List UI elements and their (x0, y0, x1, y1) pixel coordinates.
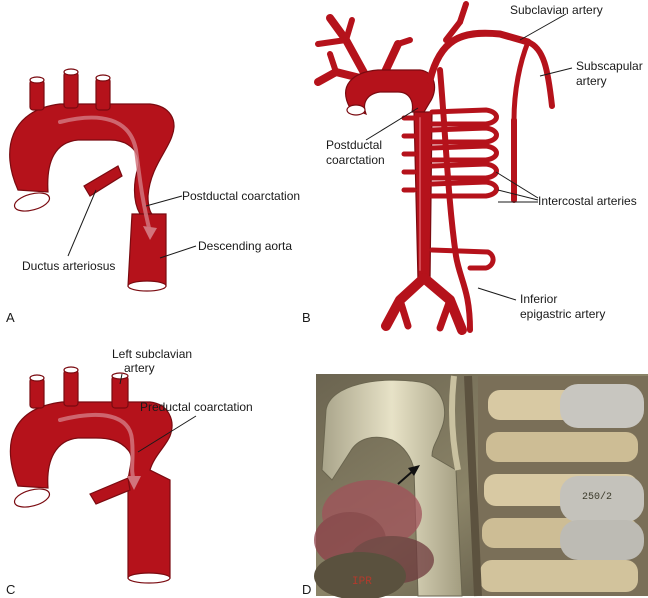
panel-b-subscapular (525, 39, 555, 109)
panel-d-aorta (321, 379, 463, 597)
panel-letter-c: C (6, 582, 15, 597)
panel-b-internal-thoracic-left (437, 67, 473, 333)
label-a-postductal: Postductal coarctation (182, 189, 300, 203)
panel-c-ductus (89, 477, 131, 505)
panel-a-flow-arrowhead (143, 226, 157, 240)
panel-d-arrowhead (408, 465, 420, 476)
panel-c-branch-2 (63, 369, 79, 407)
panel-b-lead-intercostal-2 (497, 189, 539, 201)
label-a-ductus: Ductus arteriosus (22, 259, 115, 273)
panel-a-lead-ductus (67, 189, 97, 257)
panel-letter-b: B (302, 310, 311, 325)
label-a-descending: Descending aorta (198, 239, 292, 253)
panel-a-branch-3-opening (95, 74, 111, 82)
panel-c: Left subclavian artery Preductal coarcta… (6, 347, 253, 597)
panel-a-lead-descending (159, 245, 197, 259)
label-c-preductal: Preductal coarctation (140, 400, 253, 414)
label-b-epigastric-2: epigastric artery (520, 307, 605, 321)
panel-b-lead-epigastric (477, 287, 517, 301)
panel-letter-d: D (302, 582, 311, 597)
panel-d-scan-number: 250/2 (582, 491, 612, 503)
panel-a-descending-opening (127, 280, 167, 292)
panel-c-branch-1-opening (29, 374, 45, 382)
panel-b-intercostal-left (401, 115, 417, 193)
panel-b-lead-subscapular (539, 67, 573, 77)
panel-b-subclavian (426, 29, 532, 84)
panel-c-branch-1 (29, 377, 45, 409)
panel-b-ascending-opening (346, 104, 366, 116)
panel-a-branch-1-opening (29, 76, 45, 84)
panel-b: Subclavian artery Subscapular artery Pos… (302, 1, 643, 335)
panel-d: IPR 250/2 D (302, 374, 648, 598)
panel-d-subclavian (448, 375, 461, 471)
panel-d-heart (314, 552, 406, 598)
panel-d-corner-mark: IPR (352, 576, 372, 588)
panel-b-iliac-right-2 (436, 296, 454, 332)
panel-b-descending-aorta (413, 111, 433, 281)
panel-a: Postductal coarctation Ductus arteriosus… (6, 68, 300, 325)
panel-c-left-subclavian (111, 375, 129, 409)
panel-c-left-subclavian-opening (111, 372, 129, 380)
panel-a-ductus (83, 165, 123, 197)
panel-b-head-branches (314, 14, 413, 86)
panel-a-branch-3 (95, 77, 111, 111)
panel-b-vert-link (443, 19, 463, 43)
panel-b-lead-postductal (365, 107, 419, 141)
panel-c-flow (58, 412, 136, 482)
panel-a-branch-2 (63, 71, 79, 109)
panel-a-branch-2-opening (63, 68, 79, 76)
label-b-epigastric-1: Inferior (520, 292, 557, 306)
label-b-subscapular-2: artery (576, 74, 607, 88)
panel-b-iliac-left-2 (396, 296, 412, 330)
panel-a-lead-postductal (145, 195, 183, 207)
panel-a-ascending-opening (13, 192, 51, 212)
panel-c-flow-arrowhead (127, 476, 141, 490)
panel-b-lead-intercostal-1 (495, 171, 539, 199)
panel-b-epigastric-anastomosis (429, 247, 496, 271)
panel-c-ascending-opening (13, 488, 51, 508)
label-c-left-subclavian-2: artery (124, 361, 155, 375)
label-b-intercostal: Intercostal arteries (538, 194, 637, 208)
label-b-postductal-1: Postductal (326, 138, 382, 152)
label-b-subclavian: Subclavian artery (510, 3, 603, 17)
panel-c-branch-2-opening (63, 366, 79, 374)
panel-b-right-descend-1 (511, 39, 531, 123)
label-b-subscapular-1: Subscapular (576, 59, 643, 73)
panel-a-branch-1 (29, 79, 45, 111)
panel-b-lead-subclavian (519, 13, 567, 41)
label-c-left-subclavian-1: Left subclavian (112, 347, 192, 361)
panel-letter-a: A (6, 310, 15, 325)
label-b-postductal-2: coarctation (326, 153, 385, 167)
panel-a-flow (58, 115, 152, 234)
panel-c-lead-preductal (137, 415, 197, 453)
panel-b-vertebral (457, 1, 469, 25)
panel-c-lead-subclavian (119, 373, 123, 385)
panel-b-intercostal-right (429, 107, 499, 199)
panel-d-spine-ribs (464, 375, 648, 597)
panel-c-descending-opening (127, 572, 171, 584)
